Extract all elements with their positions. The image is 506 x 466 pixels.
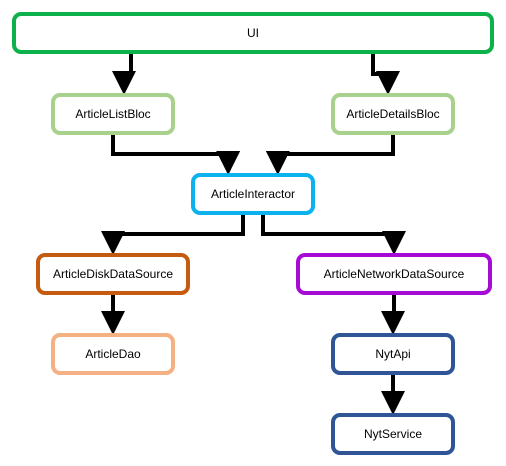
node-article-dao-label: ArticleDao — [85, 347, 141, 361]
node-article-dao: ArticleDao — [51, 333, 175, 375]
node-article-list-bloc: ArticleListBloc — [51, 93, 175, 135]
edge-article-network-data-source-to-nyt-api — [381, 295, 405, 335]
node-nyt-api-label: NytApi — [375, 347, 411, 361]
edge-article-details-bloc-to-article-interactor — [265, 135, 395, 175]
node-article-disk-data-source-label: ArticleDiskDataSource — [52, 267, 174, 281]
node-article-interactor: ArticleInteractor — [191, 173, 315, 215]
edge-article-interactor-to-article-network-data-source — [261, 215, 406, 255]
edge-ui-to-article-list-bloc — [112, 54, 136, 95]
node-nyt-service-label: NytService — [363, 427, 422, 441]
node-ui: UI — [12, 12, 494, 54]
node-article-disk-data-source: ArticleDiskDataSource — [36, 253, 190, 295]
node-article-details-bloc: ArticleDetailsBloc — [331, 93, 455, 135]
node-article-interactor-label: ArticleInteractor — [210, 187, 296, 201]
node-article-details-bloc-label: ArticleDetailsBloc — [346, 107, 440, 121]
node-article-network-data-source-label: ArticleNetworkDataSource — [323, 267, 465, 281]
node-article-network-data-source: ArticleNetworkDataSource — [296, 253, 492, 295]
node-ui-label: UI — [247, 26, 259, 40]
node-article-list-bloc-label: ArticleListBloc — [75, 107, 151, 121]
node-nyt-service: NytService — [331, 413, 455, 455]
edge-article-interactor-to-article-disk-data-source — [101, 215, 245, 255]
edge-article-list-bloc-to-article-interactor — [111, 135, 241, 175]
node-nyt-api: NytApi — [331, 333, 455, 375]
edge-ui-to-article-details-bloc — [371, 54, 400, 95]
